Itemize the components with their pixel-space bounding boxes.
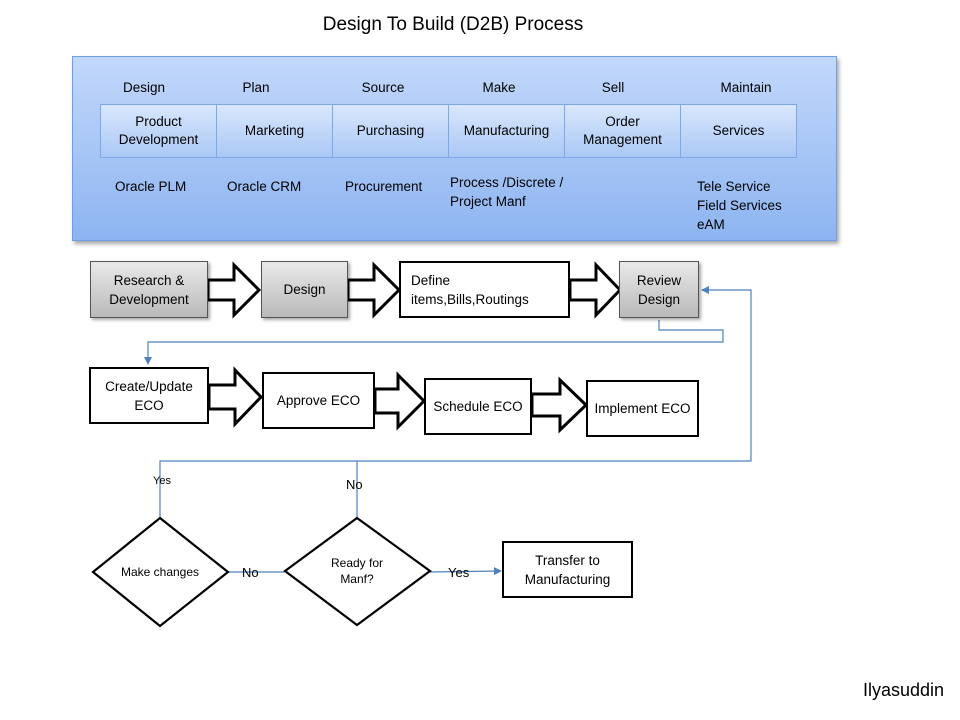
box-research-development: Research & Development <box>90 261 208 318</box>
label-no-between: No <box>242 565 259 580</box>
function-manufacturing: Manufacturing <box>448 104 565 158</box>
system-oracle-plm: Oracle PLM <box>115 179 187 194</box>
system-manufacturing-line1: Process /Discrete / <box>450 175 564 190</box>
box-transfer-to-manufacturing: Transfer to Manufacturing <box>502 541 633 598</box>
phase-sell: Sell <box>601 80 625 95</box>
block-arrow-3 <box>568 261 623 319</box>
system-manufacturing: Process /Discrete / Project Manf <box>450 173 563 211</box>
function-services: Services <box>680 104 797 158</box>
function-product-development: Product Development <box>100 104 217 158</box>
decision-make-changes-label: Make changes <box>120 565 200 579</box>
connector-loop-back <box>159 286 752 517</box>
box-implement-eco: Implement ECO <box>586 380 699 437</box>
connector-review-to-eco <box>144 320 724 365</box>
label-yes-left: Yes <box>153 475 171 487</box>
system-eam: eAM <box>697 217 725 232</box>
system-tele-service: Tele Service <box>697 179 771 194</box>
decision-make-changes-shape <box>91 516 230 628</box>
function-order-management: Order Management <box>564 104 681 158</box>
box-define-items: Define items,Bills,Routings <box>399 261 570 318</box>
system-services: Tele Service Field Services eAM <box>697 177 782 234</box>
box-create-update-eco: Create/Update ECO <box>89 367 209 424</box>
label-yes-right: Yes <box>448 565 470 580</box>
function-purchasing: Purchasing <box>332 104 449 158</box>
block-arrow-1 <box>206 261 262 319</box>
phase-design: Design <box>122 80 166 95</box>
system-field-services: Field Services <box>697 198 782 213</box>
block-arrow-6 <box>530 376 589 434</box>
phase-maintain: Maintain <box>720 80 772 95</box>
label-no-top: No <box>346 477 363 492</box>
phase-plan: Plan <box>242 80 270 95</box>
phase-make: Make <box>482 80 516 95</box>
system-manufacturing-line2: Project Manf <box>450 194 526 209</box>
function-marketing: Marketing <box>216 104 333 158</box>
block-arrow-2 <box>346 261 402 319</box>
connector-yes-transfer <box>429 567 502 576</box>
box-review-design: Review Design <box>619 261 699 318</box>
box-design: Design <box>261 261 348 318</box>
box-approve-eco: Approve ECO <box>262 372 375 429</box>
system-procurement: Procurement <box>345 179 423 194</box>
decision-ready-shape <box>283 516 432 627</box>
system-oracle-crm: Oracle CRM <box>227 179 302 194</box>
diagram-title: Design To Build (D2B) Process <box>322 14 584 35</box>
phase-source: Source <box>361 80 405 95</box>
decision-ready-label: Ready for Manf? <box>330 556 384 586</box>
block-arrow-5 <box>373 371 427 431</box>
block-arrow-4 <box>207 366 264 428</box>
box-schedule-eco: Schedule ECO <box>424 378 532 435</box>
author-credit: Ilyasuddin <box>862 680 944 700</box>
